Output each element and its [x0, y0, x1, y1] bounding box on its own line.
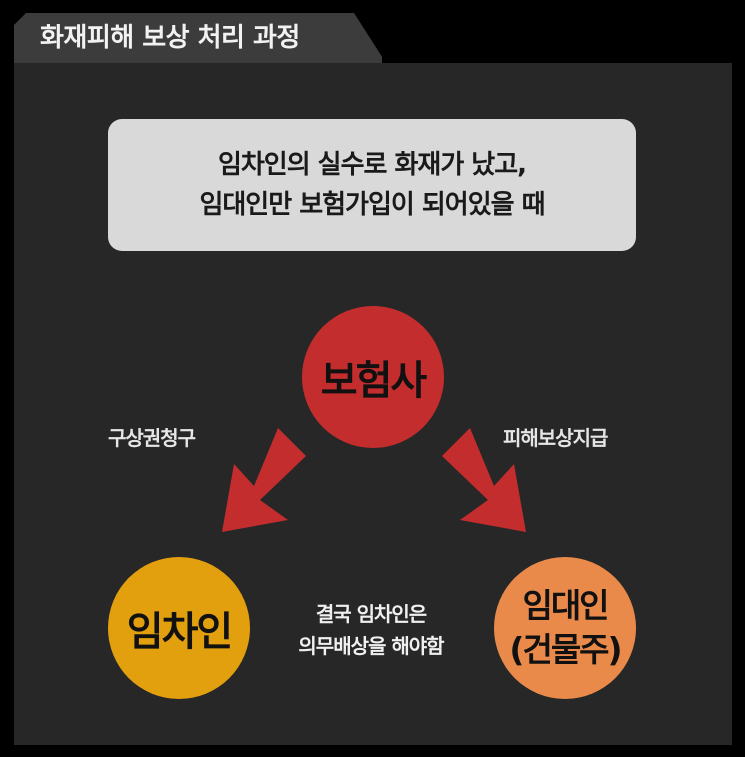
tenant-label: 임차인 — [126, 609, 233, 655]
landlord-label-1: 임대인 — [522, 586, 609, 625]
scenario-line-1: 임차인의 실수로 화재가 났고, — [217, 150, 527, 180]
landlord-node: 임대인 (건물주) — [494, 557, 636, 699]
header-title: 화재피해 보상 처리 과정 — [40, 23, 300, 53]
tenant-node: 임차인 — [108, 557, 250, 699]
edge-label-subrogation: 구상권청구 — [108, 426, 196, 450]
conclusion-line-2: 의무배상을 해야함 — [298, 634, 444, 658]
conclusion-note: 결국 임차인은 의무배상을 해야함 — [272, 598, 470, 662]
edge-label-compensation: 피해보상지급 — [503, 426, 608, 450]
conclusion-line-1: 결국 임차인은 — [315, 602, 427, 626]
landlord-label-2: (건물주) — [509, 630, 622, 669]
arrow-to-landlord-icon — [442, 428, 526, 532]
insurer-node: 보험사 — [302, 306, 444, 448]
arrow-to-tenant-icon — [222, 428, 306, 532]
scenario-line-2: 임대인만 보험가입이 되어있을 때 — [199, 190, 545, 220]
insurer-label: 보험사 — [320, 358, 427, 404]
header-tab: 화재피해 보상 처리 과정 — [14, 13, 382, 63]
scenario-box: 임차인의 실수로 화재가 났고, 임대인만 보험가입이 되어있을 때 — [108, 119, 636, 251]
